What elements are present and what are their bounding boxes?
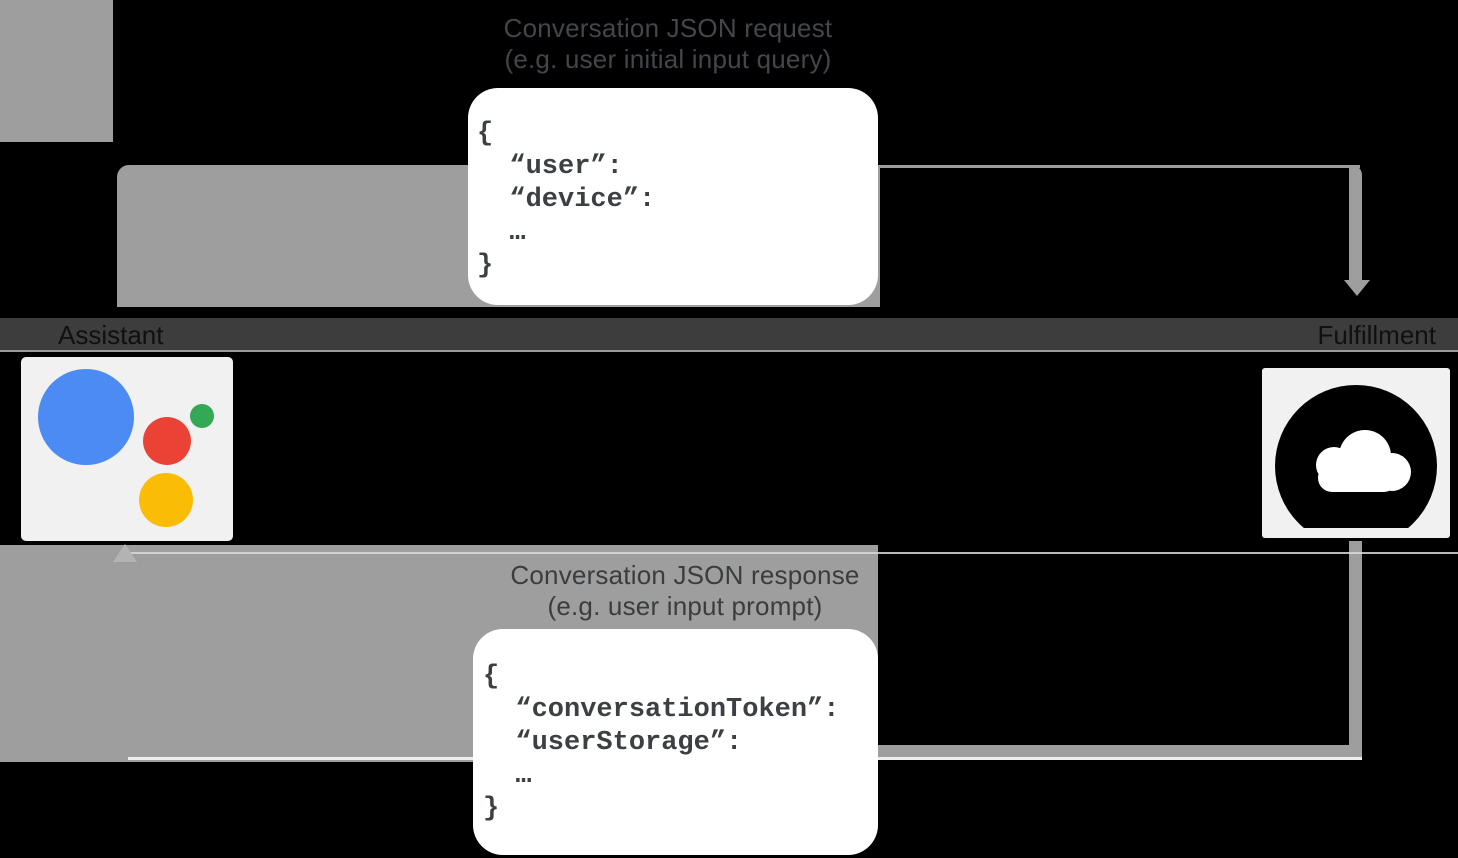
assistant-green-dot <box>190 404 214 428</box>
code-line: “userStorage”: <box>483 728 743 758</box>
assistant-red-dot <box>143 417 191 465</box>
assistant-yellow-dot <box>139 473 193 527</box>
response-arrow-down-segment <box>1349 541 1362 759</box>
code-line: … <box>477 218 526 248</box>
code-line: “conversationToken”: <box>483 695 840 725</box>
request-arrow-label: Conversation JSON request (e.g. user ini… <box>0 13 1336 75</box>
response-arrowhead-up-icon <box>113 544 137 562</box>
code-line: } <box>477 251 494 281</box>
request-arrowhead-down-icon <box>1344 280 1370 296</box>
request-arrow-line <box>876 165 1360 168</box>
response-json-card: { “conversationToken”: “userStorage”: … … <box>473 629 878 855</box>
code-line: … <box>483 761 532 791</box>
code-line: { <box>483 662 500 692</box>
code-line: “user”: <box>477 152 623 182</box>
cloud-glyph <box>1275 385 1437 528</box>
request-arrow-down-segment <box>1349 165 1362 281</box>
response-shaft-top-edge <box>130 552 1458 554</box>
assistant-label: Assistant <box>58 320 164 350</box>
response-arrow-strip <box>868 745 1362 759</box>
google-assistant-icon <box>21 357 233 541</box>
response-label-line1: Conversation JSON response <box>510 560 860 590</box>
entity-band: Assistant Fulfillment <box>0 318 1458 352</box>
request-label-line1: Conversation JSON request <box>503 13 833 43</box>
response-arrow-label: Conversation JSON response (e.g. user in… <box>0 560 1370 622</box>
code-line: } <box>483 794 500 824</box>
response-label-line2: (e.g. user input prompt) <box>547 591 823 621</box>
code-line: “device”: <box>477 185 656 215</box>
request-label-line2: (e.g. user initial input query) <box>504 44 832 74</box>
cloud-icon <box>1262 368 1450 538</box>
fulfillment-label: Fulfillment <box>1317 320 1436 350</box>
code-line: { <box>477 119 494 149</box>
request-json-card: { “user”: “device”: … } <box>468 88 878 305</box>
assistant-blue-dot <box>38 369 134 465</box>
request-arrow-shaft-left <box>0 0 113 142</box>
